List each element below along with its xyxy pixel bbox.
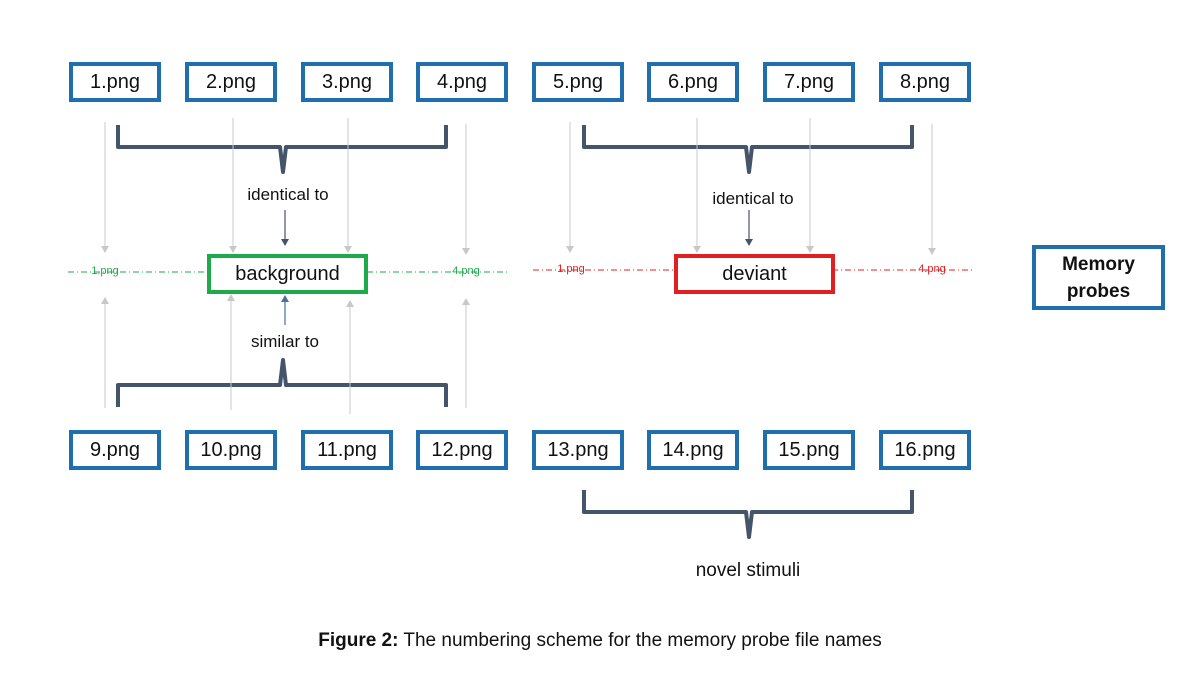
caption-text: The numbering scheme for the memory prob…: [398, 630, 882, 651]
file-box-7: 7.png: [763, 62, 855, 102]
identical-to-label-left: identical to: [247, 185, 329, 205]
deviant-left-marker: 1.png: [557, 263, 585, 275]
file-box-5: 5.png: [532, 62, 624, 102]
top-right-brace: [582, 125, 914, 174]
file-box-14: 14.png: [647, 430, 739, 470]
memory-probes-label: Memory probes: [1062, 253, 1135, 302]
file-box-2: 2.png: [185, 62, 277, 102]
background-left-marker: 1.png: [91, 265, 119, 277]
background-right-marker: 4.png: [452, 265, 480, 277]
file-box-6: 6.png: [647, 62, 739, 102]
novel-stimuli-brace: [582, 490, 914, 539]
file-box-1: 1.png: [69, 62, 161, 102]
deviant-right-marker: 4.png: [918, 263, 946, 275]
top-left-brace: [116, 125, 448, 174]
deviant-box: deviant: [674, 254, 835, 294]
file-box-10: 10.png: [185, 430, 277, 470]
file-box-15: 15.png: [763, 430, 855, 470]
file-box-13: 13.png: [532, 430, 624, 470]
identical-to-label-right: identical to: [712, 189, 794, 209]
novel-stimuli-label: novel stimuli: [695, 560, 801, 582]
bottom-left-brace: [116, 358, 448, 407]
caption-figure-number: Figure 2:: [318, 630, 399, 651]
file-box-3: 3.png: [301, 62, 393, 102]
file-box-8: 8.png: [879, 62, 971, 102]
memory-probes-box: Memory probes: [1032, 245, 1165, 310]
similar-to-label: similar to: [250, 332, 320, 352]
file-box-12: 12.png: [416, 430, 508, 470]
figure-caption: Figure 2: The numbering scheme for the m…: [0, 630, 1200, 652]
file-box-9: 9.png: [69, 430, 161, 470]
background-box: background: [207, 254, 368, 294]
file-box-16: 16.png: [879, 430, 971, 470]
file-box-4: 4.png: [416, 62, 508, 102]
file-box-11: 11.png: [301, 430, 393, 470]
